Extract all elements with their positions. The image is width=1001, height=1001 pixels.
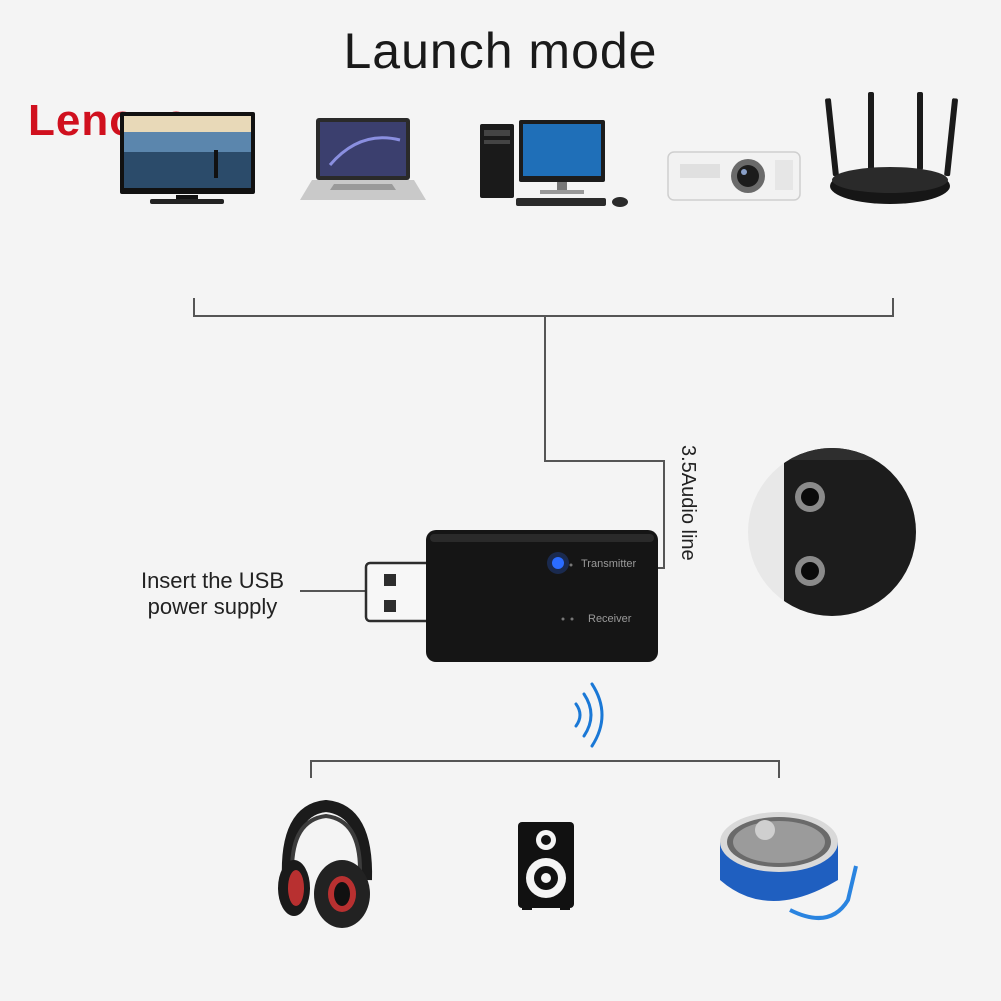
bluetooth-adapter xyxy=(364,530,658,662)
desktop-computer-icon xyxy=(480,120,628,207)
projector-icon xyxy=(667,151,801,201)
speaker-icon xyxy=(518,822,574,910)
audio-line-label: 3.5Audio line xyxy=(677,445,699,561)
usb-power-label: Insert the USB power supply xyxy=(140,568,285,619)
router-icon xyxy=(825,92,958,204)
source-bracket xyxy=(193,298,894,569)
transmitter-led xyxy=(552,557,564,569)
transmitter-label: Transmitter xyxy=(581,558,637,570)
output-bracket xyxy=(310,760,780,778)
receiver-label: Receiver xyxy=(588,613,632,625)
wireless-signal-icon xyxy=(574,682,604,748)
headphones-icon xyxy=(278,799,373,928)
television-icon xyxy=(120,112,255,204)
laptop-icon xyxy=(300,118,426,200)
page-title: Launch mode xyxy=(343,23,658,79)
audio-jack-closeup xyxy=(748,448,916,616)
portable-speaker-icon xyxy=(720,812,858,920)
